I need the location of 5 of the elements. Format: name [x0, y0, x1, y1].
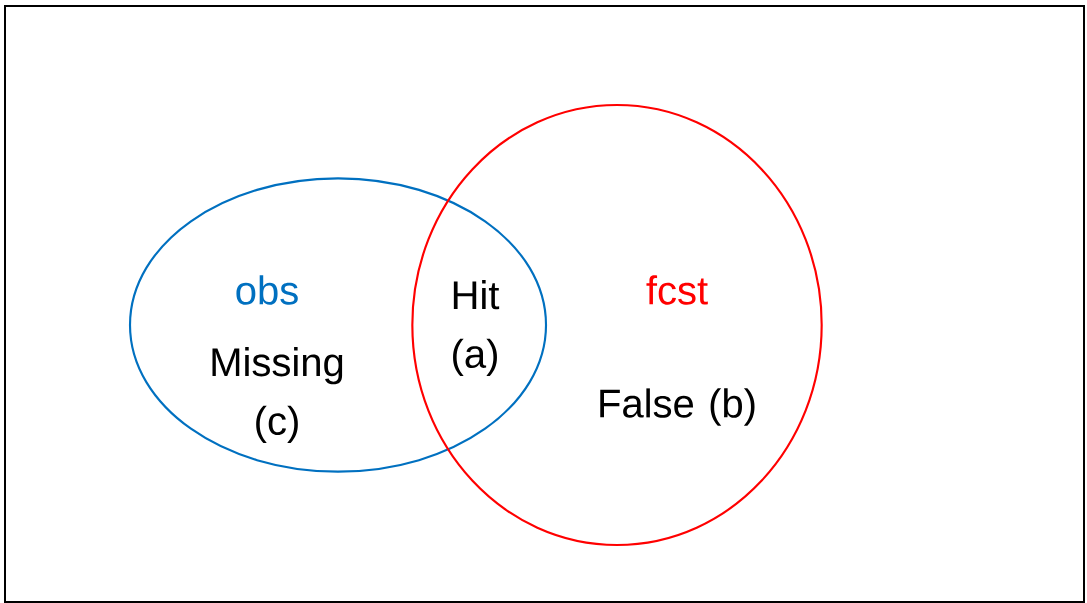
region-label: Missing (c): [212, 347, 343, 443]
region-label: Hit (a): [453, 280, 500, 376]
region-label: False (b): [600, 388, 755, 426]
set-label: fcst: [646, 275, 708, 305]
set-label: obs: [236, 275, 298, 305]
